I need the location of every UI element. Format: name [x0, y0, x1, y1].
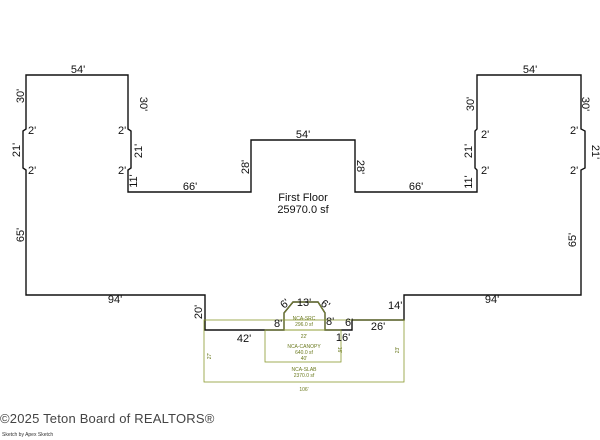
dim-bay-8-right: 8': [326, 316, 334, 328]
dim-left-outer-2a: 2': [28, 125, 36, 137]
nca-src-area: 296.0 sf: [295, 322, 313, 328]
nca-src-dim: 22': [301, 334, 308, 340]
dim-left-inner-2a: 2': [118, 125, 126, 137]
dim-bay-6-right: 6': [318, 298, 332, 313]
nca-src-outline: [283, 301, 326, 331]
dim-left-outer-2b: 2': [28, 165, 36, 177]
dim-left-20: 20': [193, 305, 205, 319]
dim-right-inner-2b: 2': [481, 165, 489, 177]
floor-name: First Floor: [278, 192, 328, 204]
nca-src-name: NCA-SRC: [293, 316, 316, 322]
dim-center-28-right: 28': [354, 160, 366, 174]
dim-left-outer-30: 30': [15, 89, 27, 103]
building-outline: [22, 74, 586, 331]
dim-left-65: 65': [15, 228, 27, 242]
dim-left-inner-2b: 2': [118, 165, 126, 177]
dim-left-inner-30: 30': [137, 97, 149, 111]
dim-left-top: 54': [71, 64, 85, 76]
dim-bottom-42: 42': [237, 333, 251, 345]
dim-bay-6-left: 6': [278, 297, 292, 311]
nca-slab-right: 23': [395, 347, 401, 354]
dim-center-28-left: 28': [240, 160, 252, 174]
dim-bottom-right-94: 94': [485, 294, 499, 306]
dim-right-26: 26': [371, 321, 385, 333]
dim-left-66: 66': [183, 181, 197, 193]
nca-canopy-area: 640.0 sf: [295, 350, 313, 356]
nca-slab-name: NCA-SLAB: [291, 367, 317, 373]
dim-bay-8-left: 8': [274, 318, 282, 330]
nca-canopy-side: 16': [336, 347, 342, 354]
dim-right-inner-21: 21': [463, 144, 475, 158]
floor-area: 25970.0 sf: [277, 204, 329, 216]
nca-slab-area: 2370.0 sf: [294, 373, 315, 379]
dim-right-14: 14': [388, 300, 402, 312]
dim-right-outer-2a: 2': [570, 125, 578, 137]
dim-right-inner-2a: 2': [481, 129, 489, 141]
dim-right-66: 66': [409, 181, 423, 193]
dim-right-outer-30: 30': [579, 97, 591, 111]
nca-canopy-name: NCA-CANOPY: [287, 344, 321, 350]
dim-right-top: 54': [523, 64, 537, 76]
dim-right-outer-21: 21': [589, 145, 600, 159]
nca-slab-outline: [203, 319, 405, 383]
dim-left-inner-21: 21': [133, 144, 145, 158]
nca-slab-bottom: 106': [299, 387, 308, 393]
copyright-watermark: ©2025 Teton Board of REALTORS®: [0, 411, 215, 426]
dim-center-54: 54': [296, 129, 310, 141]
dim-right-outer-2b: 2': [570, 165, 578, 177]
dim-bay-16: 16': [336, 332, 350, 344]
dim-right-inner-30: 30': [465, 97, 477, 111]
dim-left-inner-11: 11': [128, 174, 140, 188]
dim-bay-13: 13': [297, 297, 311, 309]
sketch-credit: Sketch by Apex Sketch: [2, 432, 54, 438]
dim-bottom-left-94: 94': [108, 294, 122, 306]
nca-canopy-dim: 40': [301, 356, 308, 362]
dim-bay-6-small: 6': [345, 317, 353, 329]
nca-slab-left: 27': [207, 353, 213, 360]
dim-right-inner-11: 11': [463, 175, 475, 189]
dim-right-65: 65': [567, 233, 579, 247]
dim-left-outer-21: 21': [11, 143, 23, 157]
